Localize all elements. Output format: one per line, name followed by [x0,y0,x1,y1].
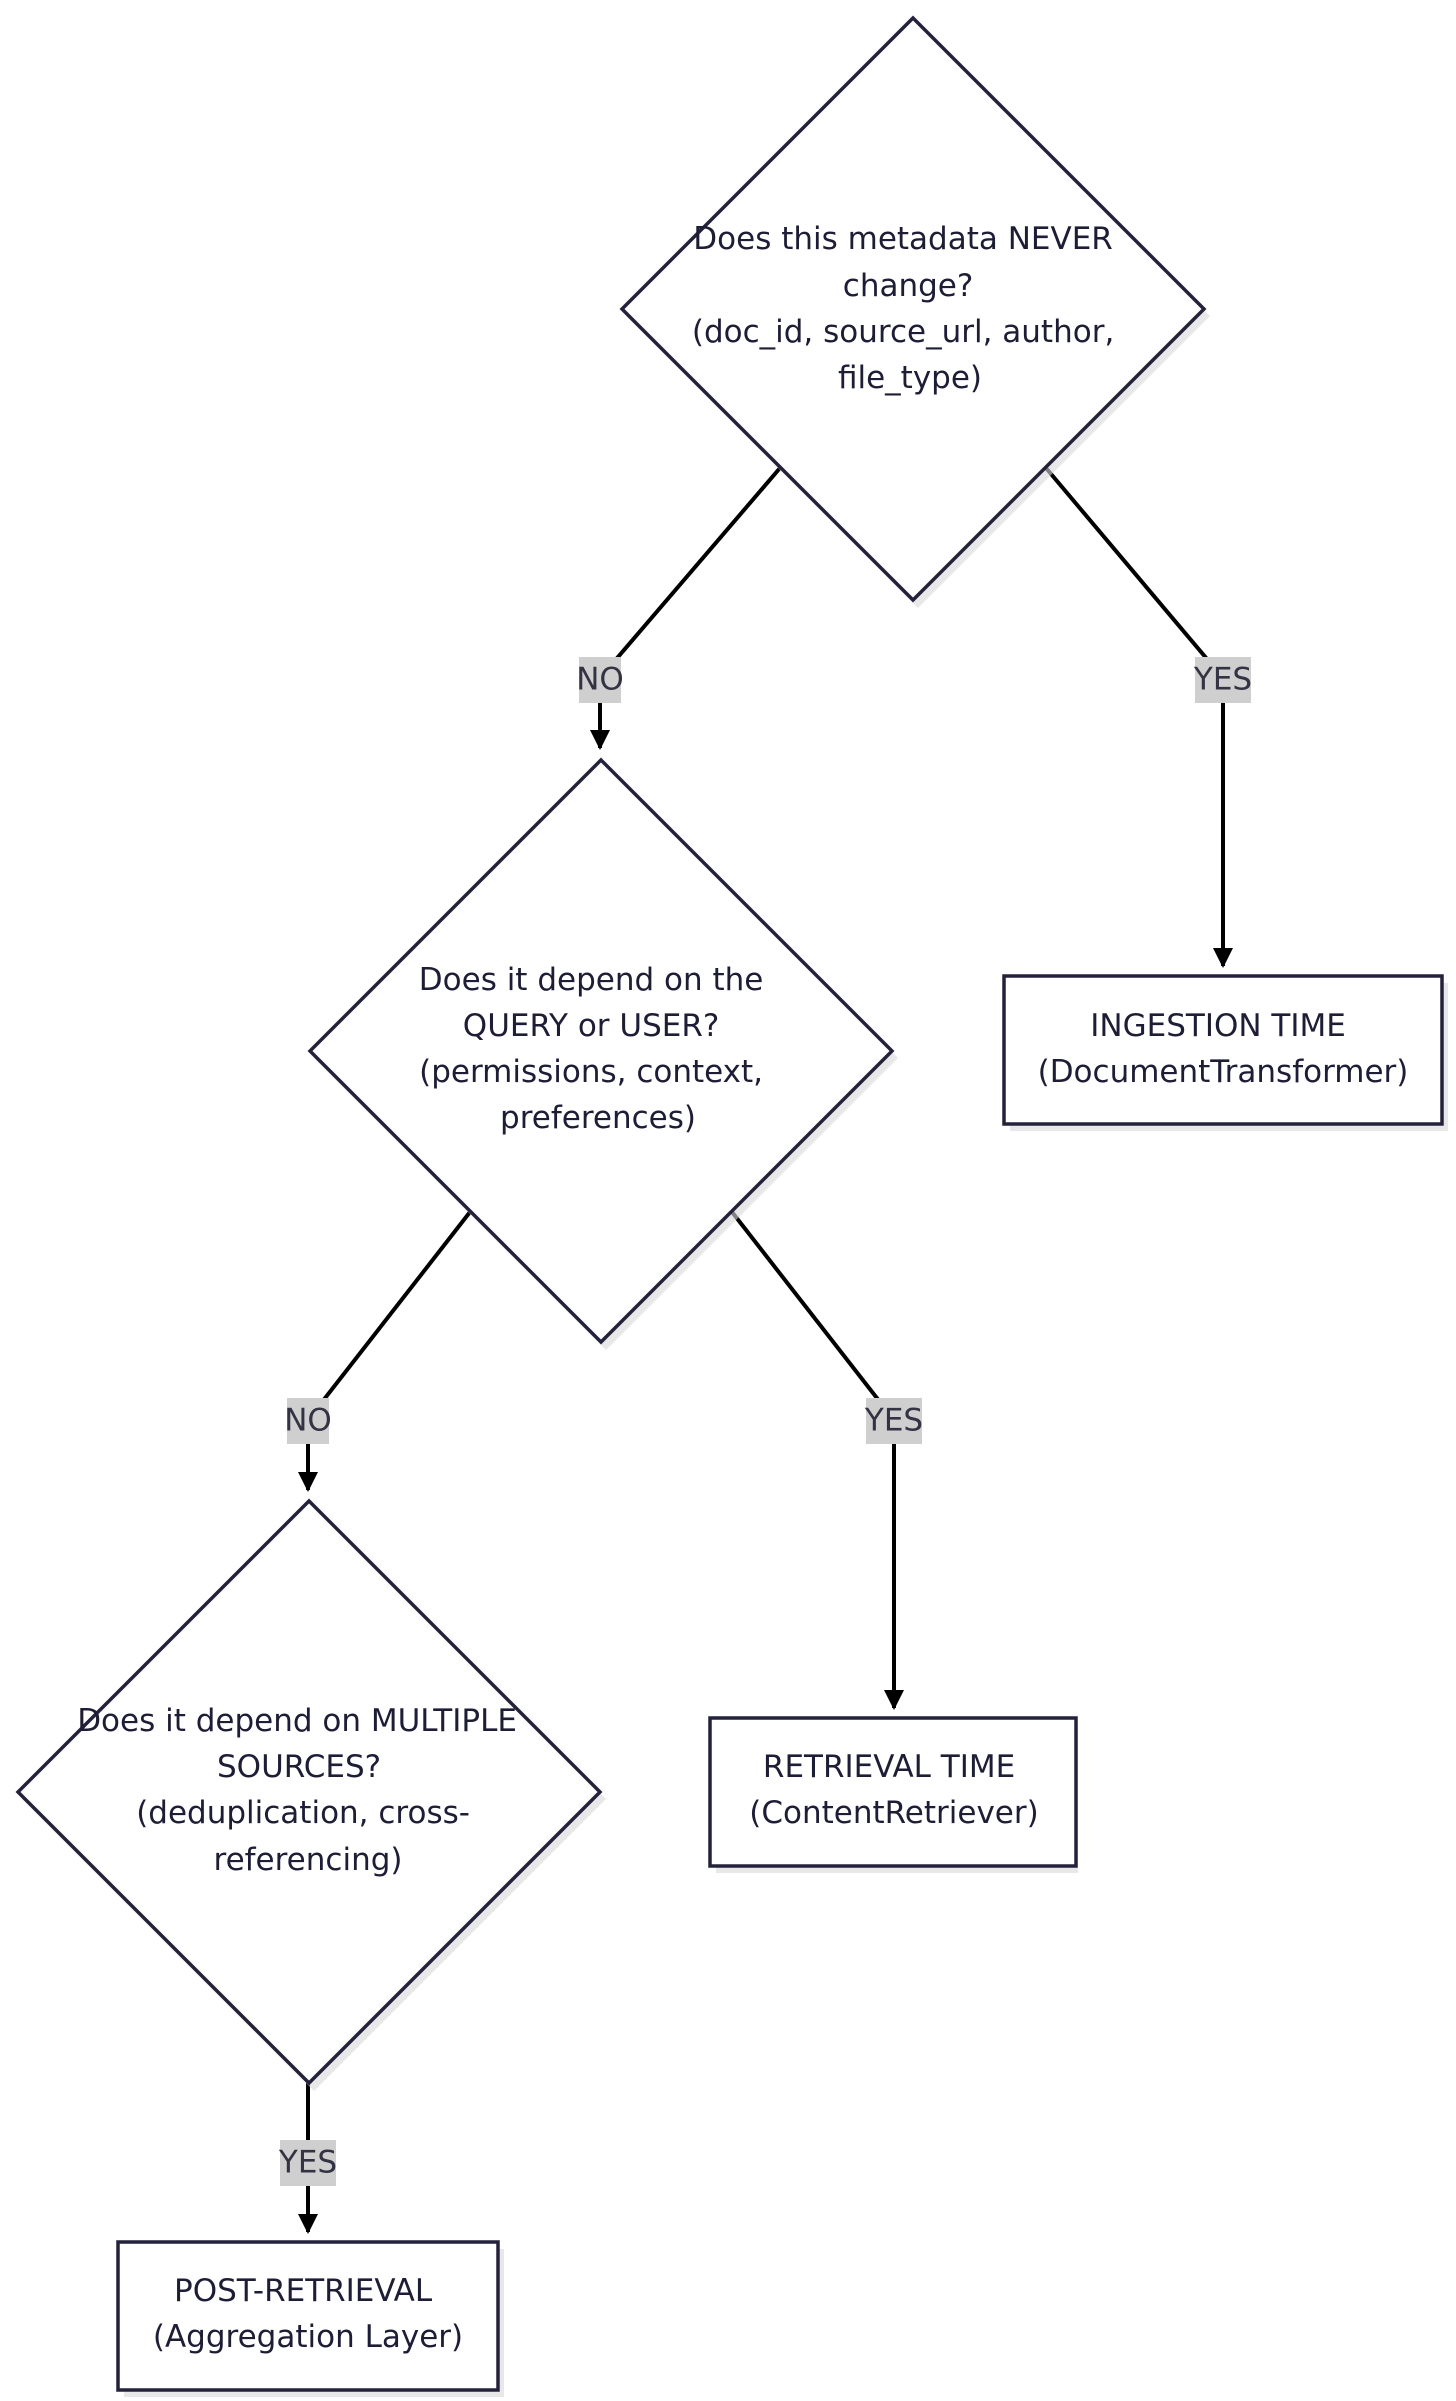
edge-label-text: YES [1193,662,1252,698]
result-post-retrieval: POST-RETRIEVAL (Aggregation Layer) [116,2240,504,2397]
edge-label-text: NO [284,1403,332,1439]
edge-label-q3-yes: YES [278,2140,337,2186]
edge-labels: NO YES NO YES YES [278,657,1252,2186]
edge-q2-yes [730,1210,904,1710]
edges [298,466,1233,2234]
edge-q1-no [590,466,782,750]
decision-q3: Does it depend on MULTIPLE SOURCES? (ded… [15,1498,606,2091]
decision-q1-text: Does this metadata NEVER change? (doc_id… [692,221,1124,396]
result-ingestion-time: INGESTION TIME (DocumentTransformer) [1002,974,1448,1131]
edge-label-text: NO [576,662,624,698]
result-ingestion-text: INGESTION TIME (DocumentTransformer) [1038,1008,1409,1090]
edge-q2-no [298,1210,472,1492]
edge-q1-yes [1044,466,1233,968]
decision-q2: Does it depend on the QUERY or USER? (pe… [307,757,898,1350]
result-post-text: POST-RETRIEVAL (Aggregation Layer) [153,2273,463,2355]
edge-label-q1-yes: YES [1193,657,1252,703]
edge-label-q2-yes: YES [864,1398,923,1444]
result-retrieval-text: RETRIEVAL TIME (ContentRetriever) [749,1749,1038,1831]
decision-q2-text: Does it depend on the QUERY or USER? (pe… [419,962,773,1136]
edge-label-text: YES [278,2145,337,2181]
edge-label-q2-no: NO [284,1398,332,1444]
edge-label-text: YES [864,1403,923,1439]
decision-q3-text: Does it depend on MULTIPLE SOURCES? (ded… [77,1703,527,1878]
edge-label-q1-no: NO [576,657,624,703]
decision-q1: Does this metadata NEVER change? (doc_id… [619,15,1210,608]
result-retrieval-time: RETRIEVAL TIME (ContentRetriever) [708,1716,1078,1873]
